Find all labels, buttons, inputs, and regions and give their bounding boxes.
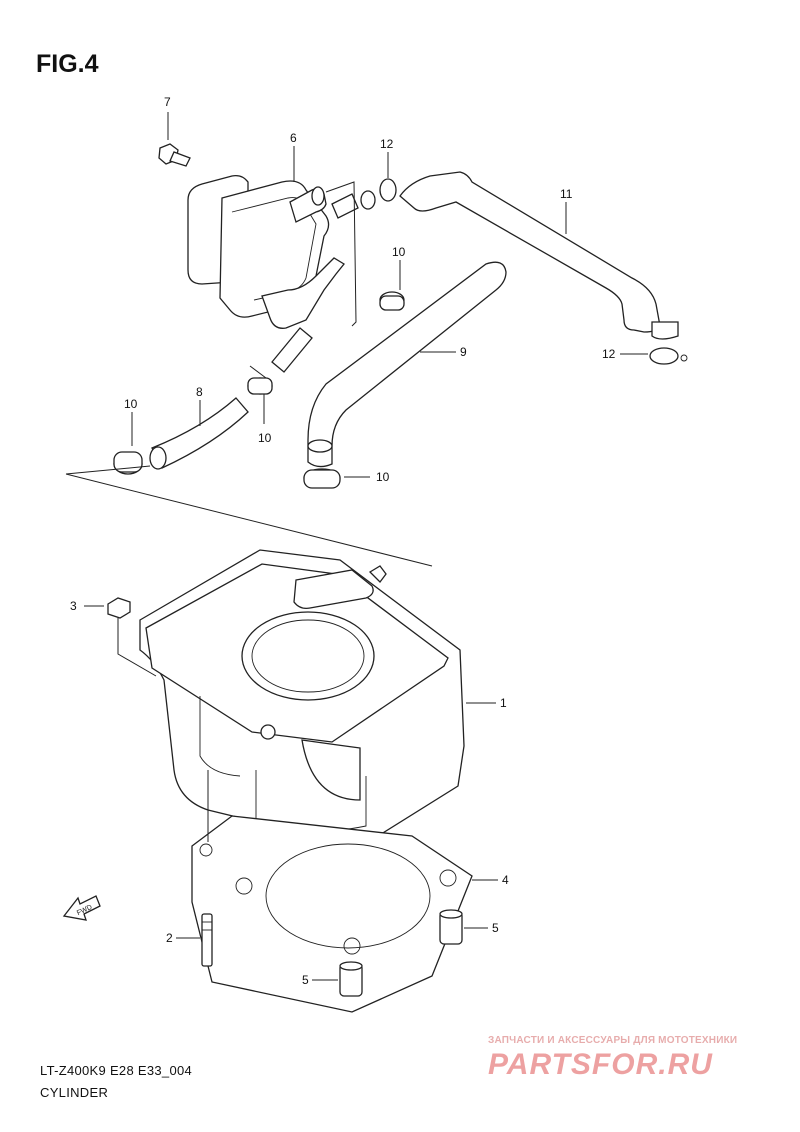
part-5-dowel-lower <box>312 961 363 997</box>
callout-3: 3 <box>70 599 77 613</box>
part-10-clamp-center <box>247 377 273 424</box>
diagram-code: LT-Z400K9 E28 E33_004 <box>40 1063 193 1078</box>
watermark-brand: PARTSFOR.RU <box>488 1048 713 1081</box>
callout-10-lower: 10 <box>376 470 390 484</box>
part-11-hose <box>399 171 679 340</box>
part-6-air-valve <box>187 146 345 329</box>
callout-10-left: 10 <box>124 397 138 411</box>
part-5-dowel-right <box>439 909 488 945</box>
part-12-clip-upper <box>379 152 397 202</box>
callout-11: 11 <box>560 187 573 201</box>
callout-4: 4 <box>502 873 509 887</box>
callout-12-upper: 12 <box>380 137 394 151</box>
callout-9: 9 <box>460 345 467 359</box>
callout-7: 7 <box>164 95 171 109</box>
callout-2: 2 <box>166 931 173 945</box>
part-7-bolt <box>158 112 191 167</box>
diagram-name: CYLINDER <box>40 1085 109 1100</box>
callout-5-right: 5 <box>492 921 499 935</box>
part-12-clip-lower <box>620 347 688 365</box>
part-10-clamp-lower <box>303 468 370 489</box>
watermark-tagline: ЗАПЧАСТИ И АКСЕССУАРЫ ДЛЯ МОТОТЕХНИКИ <box>488 1035 738 1046</box>
callout-8: 8 <box>196 385 203 399</box>
callout-10-upper: 10 <box>392 245 406 259</box>
guide-lines <box>65 365 433 567</box>
part-3-nut <box>84 597 157 677</box>
valve-connector-hose <box>325 181 376 327</box>
part-9-hose <box>307 261 507 468</box>
part-2-stud <box>176 913 213 967</box>
callout-6: 6 <box>290 131 297 145</box>
figure-title: FIG.4 <box>36 50 99 78</box>
part-10-clamp-left <box>113 412 143 475</box>
part-1-cylinder <box>139 549 496 845</box>
watermark: ЗАПЧАСТИ И АКСЕССУАРЫ ДЛЯ МОТОТЕХНИКИ PA… <box>488 1035 788 1082</box>
callout-12-lower: 12 <box>602 347 616 361</box>
fwd-arrow-icon: FWD <box>62 895 101 921</box>
part-10-clamp-upper <box>379 260 405 311</box>
callout-1: 1 <box>500 696 507 710</box>
part-4-gasket <box>191 770 498 1013</box>
part-8-hose <box>149 327 313 470</box>
callout-10-center: 10 <box>258 431 272 445</box>
callout-5-lower: 5 <box>302 973 309 987</box>
